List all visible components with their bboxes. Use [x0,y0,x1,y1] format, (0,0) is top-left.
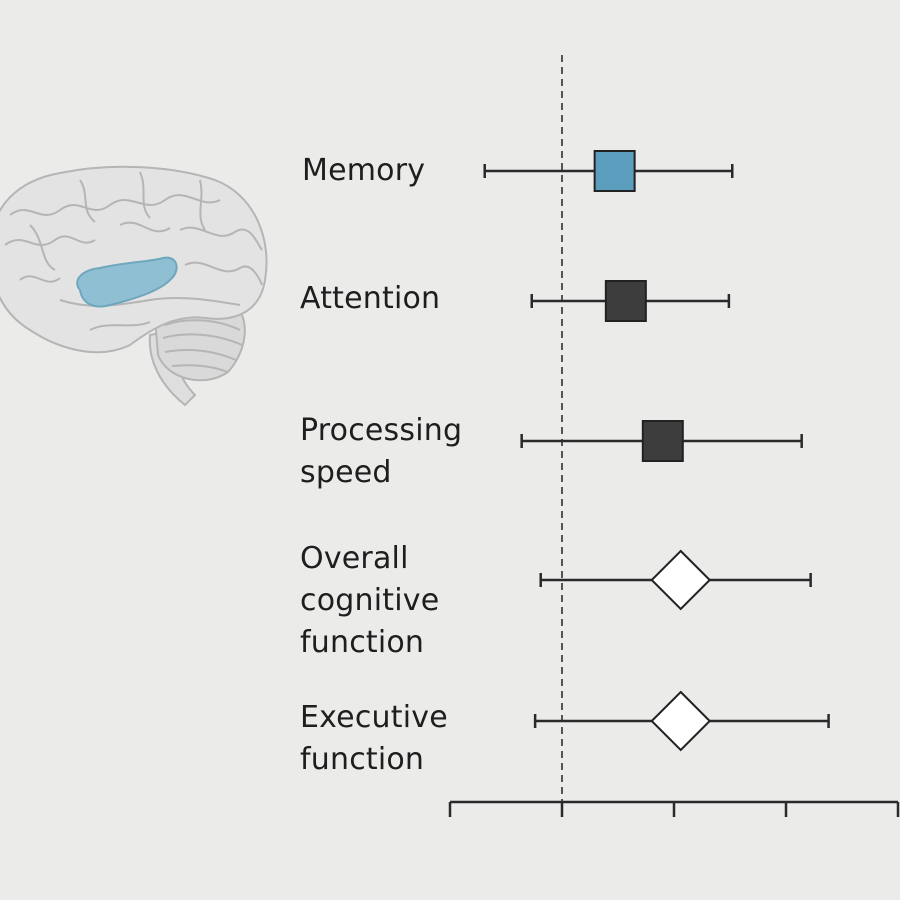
row-label-executive-function: Executive function [300,700,448,777]
point-estimate-2 [641,420,684,462]
pooled-diamond-4 [650,690,712,752]
row-label-processing-speed: Processing speed [300,413,463,490]
brain-icon [0,165,268,407]
row-label-overall-cognitive-function: Overall cognitive function [300,541,440,660]
pooled-diamond-3 [650,549,712,611]
point-estimate-0 [593,150,636,192]
point-estimate-1 [604,280,647,322]
row-label-memory: Memory [302,153,426,188]
row-label-attention: Attention [300,281,441,316]
